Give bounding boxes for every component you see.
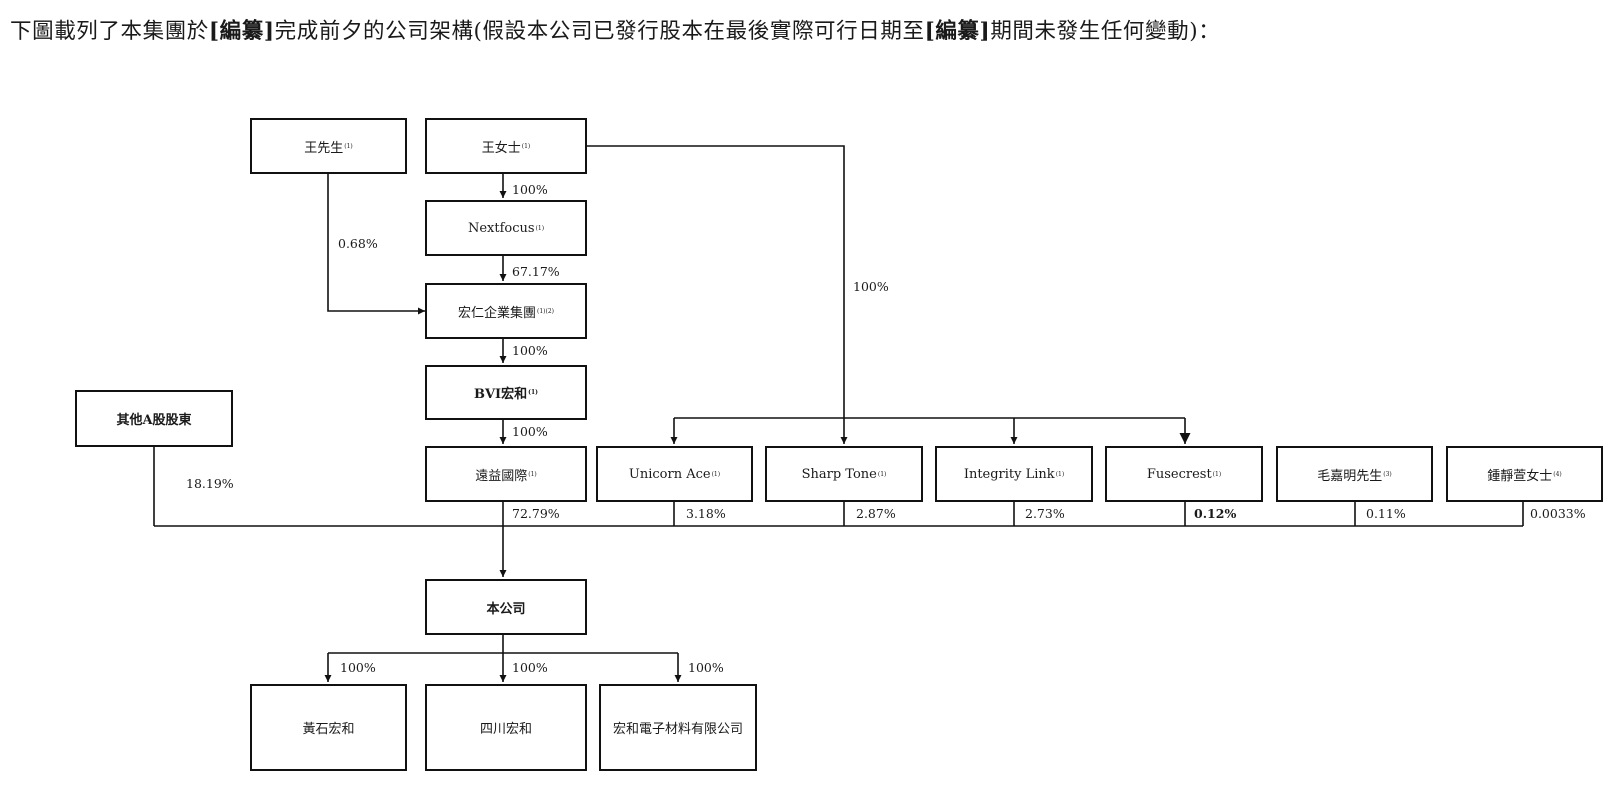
pct-other-a: 18.19% bbox=[186, 476, 234, 491]
pct-zhong: 0.0033% bbox=[1530, 506, 1586, 521]
pct-hongren-bvi: 100% bbox=[512, 343, 548, 358]
node-sharp-tone: Sharp Tone(1) bbox=[765, 446, 923, 502]
node-mr-wang: 王先生(1) bbox=[250, 118, 407, 174]
intro-text-3: 期間未發生任何變動)： bbox=[990, 19, 1221, 44]
node-huangshi: 黃石宏和 bbox=[250, 684, 407, 771]
node-integrity-link: Integrity Link(1) bbox=[935, 446, 1093, 502]
pct-mr-wang-hongren: 0.68% bbox=[338, 236, 378, 251]
pct-unicorn: 3.18% bbox=[686, 506, 726, 521]
node-other-a-shareholders: 其他A股股東 bbox=[75, 390, 233, 447]
pct-ms-wang-nextfocus: 100% bbox=[512, 182, 548, 197]
intro-text-1: 下圖載列了本集團於 bbox=[10, 19, 209, 44]
pct-fusecrest: 0.12% bbox=[1194, 506, 1237, 521]
node-sichuan: 四川宏和 bbox=[425, 684, 587, 771]
node-hongren-group: 宏仁企業集團(1)(2) bbox=[425, 283, 587, 339]
node-unicorn-ace: Unicorn Ace(1) bbox=[596, 446, 753, 502]
pct-company-sichuan: 100% bbox=[512, 660, 548, 675]
pct-company-huangshi: 100% bbox=[340, 660, 376, 675]
node-yuanyi: 遠益國際(1) bbox=[425, 446, 587, 502]
pct-nextfocus-hongren: 67.17% bbox=[512, 264, 560, 279]
edge-ms-wang-right bbox=[587, 145, 848, 444]
node-nextfocus: Nextfocus(1) bbox=[425, 200, 587, 256]
pct-integrity: 2.73% bbox=[1025, 506, 1065, 521]
pct-ms-wang-right: 100% bbox=[853, 279, 889, 294]
node-company: 本公司 bbox=[425, 579, 587, 635]
pct-company-electronic: 100% bbox=[688, 660, 724, 675]
node-mao: 毛嘉明先生(3) bbox=[1276, 446, 1433, 502]
intro-text-2: 完成前夕的公司架構(假設本公司已發行股本在最後實際可行日期至 bbox=[274, 19, 925, 44]
edge-mr-wang-hongren bbox=[327, 173, 425, 315]
pct-sharp: 2.87% bbox=[856, 506, 896, 521]
node-electronic-materials: 宏和電子材料有限公司 bbox=[599, 684, 757, 771]
node-ms-wang: 王女士(1) bbox=[425, 118, 587, 174]
node-fusecrest: Fusecrest(1) bbox=[1105, 446, 1263, 502]
pct-mao: 0.11% bbox=[1366, 506, 1406, 521]
node-bvi-honghe: BVI宏和(1) bbox=[425, 365, 587, 420]
redacted-marker-1: [編纂] bbox=[208, 19, 275, 44]
redacted-marker-2: [編纂] bbox=[924, 19, 991, 44]
pct-bvi-yuanyi: 100% bbox=[512, 424, 548, 439]
intro-paragraph: 下圖載列了本集團於[編纂]完成前夕的公司架構(假設本公司已發行股本在最後實際可行… bbox=[10, 14, 1610, 45]
node-zhong: 鍾靜萱女士(4) bbox=[1446, 446, 1603, 502]
pct-yuanyi: 72.79% bbox=[512, 506, 560, 521]
